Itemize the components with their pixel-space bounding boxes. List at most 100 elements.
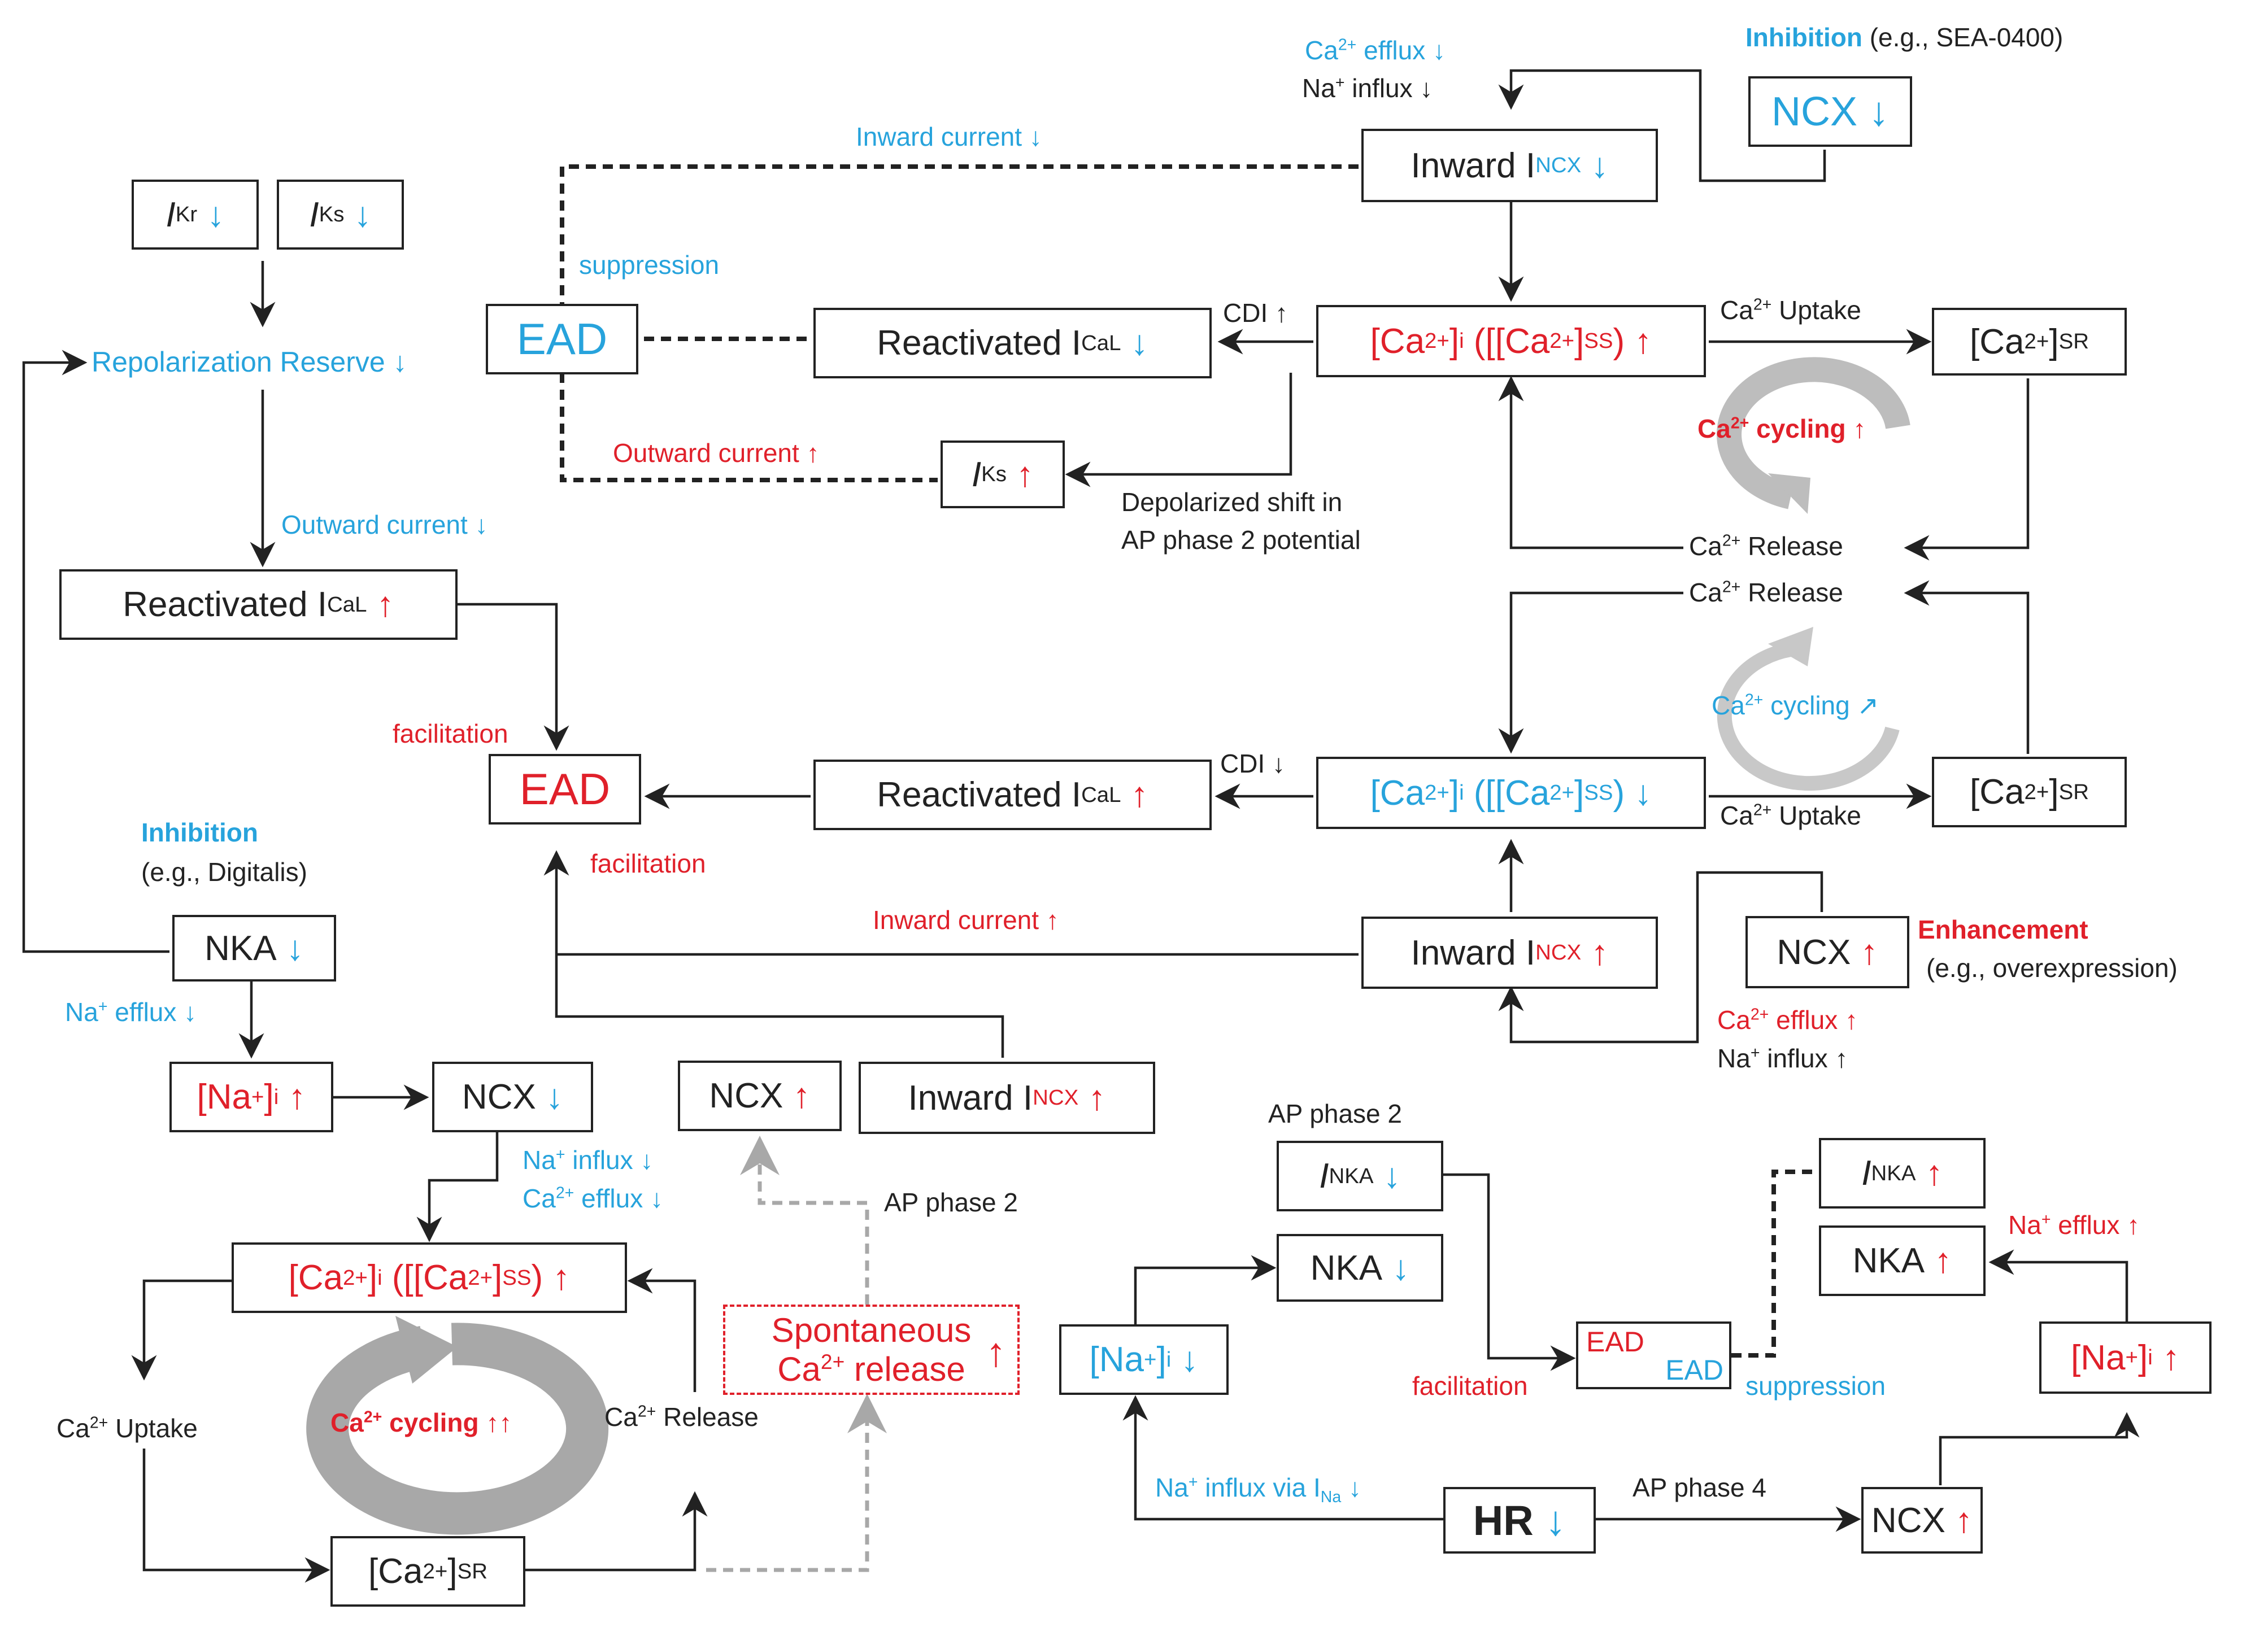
ca-uptake-mid-label: Ca2+ Uptake [1720, 802, 1861, 829]
ncx-left-label: NCX [462, 1078, 536, 1116]
na-ru-arrow: ↑ [2162, 1338, 2180, 1377]
ca-uptake-top-word: Uptake [1779, 295, 1861, 325]
ca-uptake-top-sup: 2+ [1753, 295, 1772, 314]
ikr-symbol: I [166, 195, 176, 234]
ca-efflux-top-sup: 2+ [1338, 36, 1357, 54]
ical-mid-sub: CaL [1081, 782, 1121, 807]
ca-i-top-arrow: ↑ [1634, 321, 1652, 361]
arrow-release-cai-top [1498, 376, 1683, 549]
ical-top-arrow: ↓ [1130, 324, 1148, 363]
na-efflux-left-sup: + [98, 997, 108, 1016]
arrow-sr-release-mid [1904, 580, 2030, 754]
ncx-inhib-box: NCX ↓ [1748, 76, 1912, 147]
ca-cycling-bottom-sup: 2+ [363, 1408, 382, 1427]
reactivated-ical-mid-label: Reactivated I [877, 775, 1082, 814]
na-influx-left-label: Na+ influx ↓ [523, 1146, 653, 1174]
facilitation-right-label: facilitation [1412, 1371, 1528, 1401]
na-rd-arrow: ↓ [1181, 1340, 1199, 1379]
na-i-right-down-label: [Na [1089, 1340, 1144, 1379]
ead-mid-label: EAD [519, 764, 611, 814]
repolarization-reserve-arrow: ↓ [393, 346, 407, 378]
ca-i-top-label: [Ca [1370, 321, 1425, 361]
ca-release-bottom-sup: 2+ [637, 1402, 656, 1421]
ncx-up-left-label: NCX [709, 1076, 783, 1115]
ca-cycling-bottom-arrow: ↑↑ [486, 1408, 512, 1437]
inward-current-up-arrow: ↑ [1046, 905, 1059, 935]
nka-up-label: NKA [1852, 1241, 1925, 1280]
ca-sr-bottom-label: [Ca [368, 1552, 423, 1591]
sr-mid-sup: 2+ [2024, 779, 2049, 804]
inhibition-top-word: Inhibition [1745, 23, 1862, 52]
ca-cycling-ring-top [1717, 357, 1910, 514]
iks-up-arrow: ↑ [1016, 455, 1034, 494]
iks-up-sub: Ks [981, 462, 1007, 486]
reactivated-ical-top-label: Reactivated I [877, 324, 1082, 363]
solid-arrows [22, 69, 2140, 1583]
ca-cycling-mid-label: Ca2+ cycling ↗ [1712, 692, 1879, 719]
incx-left-arrow: ↑ [1088, 1078, 1106, 1118]
dashed-gray-arrows [706, 1136, 887, 1572]
na-influx-enh-arrow: ↑ [1835, 1044, 1848, 1073]
ca-bot-sup: 2+ [343, 1265, 368, 1290]
nka-down-box: NKA ↓ [1277, 1234, 1443, 1302]
depolarized-shift-label-1: Depolarized shift in [1121, 487, 1343, 517]
arrow-release-cai-mid [1498, 591, 1683, 754]
na-rd-sup: + [1144, 1347, 1157, 1372]
iks-arrow: ↓ [354, 195, 372, 234]
sr-top-sub: SR [2058, 329, 2089, 354]
depolarized-shift-label-2: AP phase 2 potential [1121, 525, 1361, 555]
na-i-right-up-label: [Na [2071, 1338, 2126, 1377]
facilitation-top-label: facilitation [393, 719, 508, 748]
ca-efflux-left-arrow: ↓ [650, 1184, 664, 1213]
ikr-arrow: ↓ [207, 195, 225, 234]
nka-down-label: NKA [1310, 1248, 1383, 1288]
na-i-left-label: [Na [197, 1078, 251, 1116]
ca-efflux-top-arrow: ↓ [1433, 36, 1446, 65]
ca-cycling-top-ca: Ca [1697, 414, 1731, 443]
spontaneous-arrow: ↑ [986, 1330, 1006, 1375]
inward-incx-left-label: Inward I [908, 1078, 1033, 1118]
ss-bot-sub: SS [502, 1265, 532, 1290]
ncx-left-box: NCX ↓ [432, 1062, 593, 1132]
sr-top-sup: 2+ [2024, 329, 2049, 354]
ca-i-bottom-label: [Ca [288, 1258, 343, 1297]
spontaneous-release-box: Spontaneous Ca2+ release ↑ [723, 1305, 1020, 1395]
ca-uptake-top-label: Ca2+ Uptake [1720, 296, 1861, 324]
na-i-right-down-box: [Na+]i ↓ [1059, 1324, 1229, 1395]
ca-cycling-mid-arrow: ↗ [1857, 691, 1879, 720]
ca-i-mid-label: [Ca [1370, 773, 1425, 813]
ca-sr-mid-label: [Ca [1970, 773, 2025, 812]
na-left-arrow: ↑ [288, 1078, 306, 1116]
na-influx-left-sup: + [555, 1145, 565, 1164]
na-influx-top-word: influx [1352, 73, 1413, 103]
arrow-na-nka-down [1134, 1255, 1277, 1324]
ca-mid-sup: 2+ [1425, 780, 1449, 805]
na-influx-top-arrow: ↓ [1420, 73, 1433, 103]
ca-uptake-top-ca: Ca [1720, 295, 1753, 325]
inhibition-left-label: Inhibition [141, 818, 258, 847]
ical-top-sub: CaL [1081, 330, 1121, 355]
cdi-down-arrow: ↓ [1272, 749, 1286, 778]
inka-down-arrow: ↓ [1383, 1157, 1401, 1196]
arrow-nka-repol [22, 350, 169, 953]
na-influx-enh-word: influx [1767, 1044, 1828, 1073]
ca-release-bottom-ca: Ca [604, 1402, 638, 1432]
arrow-sr-release [525, 1491, 708, 1572]
ead-top-label: EAD [516, 314, 608, 364]
na-influx-via-word: influx via I [1205, 1473, 1321, 1502]
na-influx-enh-label: Na+ influx ↑ [1717, 1045, 1848, 1072]
ca-release-top-word: Release [1748, 531, 1843, 561]
ncx-inhib-label: NCX [1771, 89, 1857, 134]
outward-current-down-text: Outward current [281, 510, 468, 539]
ca-efflux-left-sup: 2+ [555, 1184, 574, 1202]
na-influx-left-arrow: ↓ [640, 1145, 654, 1175]
na-efflux-left-label: Na+ efflux ↓ [65, 998, 197, 1026]
na-influx-left-na: Na [523, 1145, 556, 1175]
suppression-top-label: suppression [579, 250, 720, 280]
ca-release-bottom-label: Ca2+ Release [604, 1403, 759, 1430]
